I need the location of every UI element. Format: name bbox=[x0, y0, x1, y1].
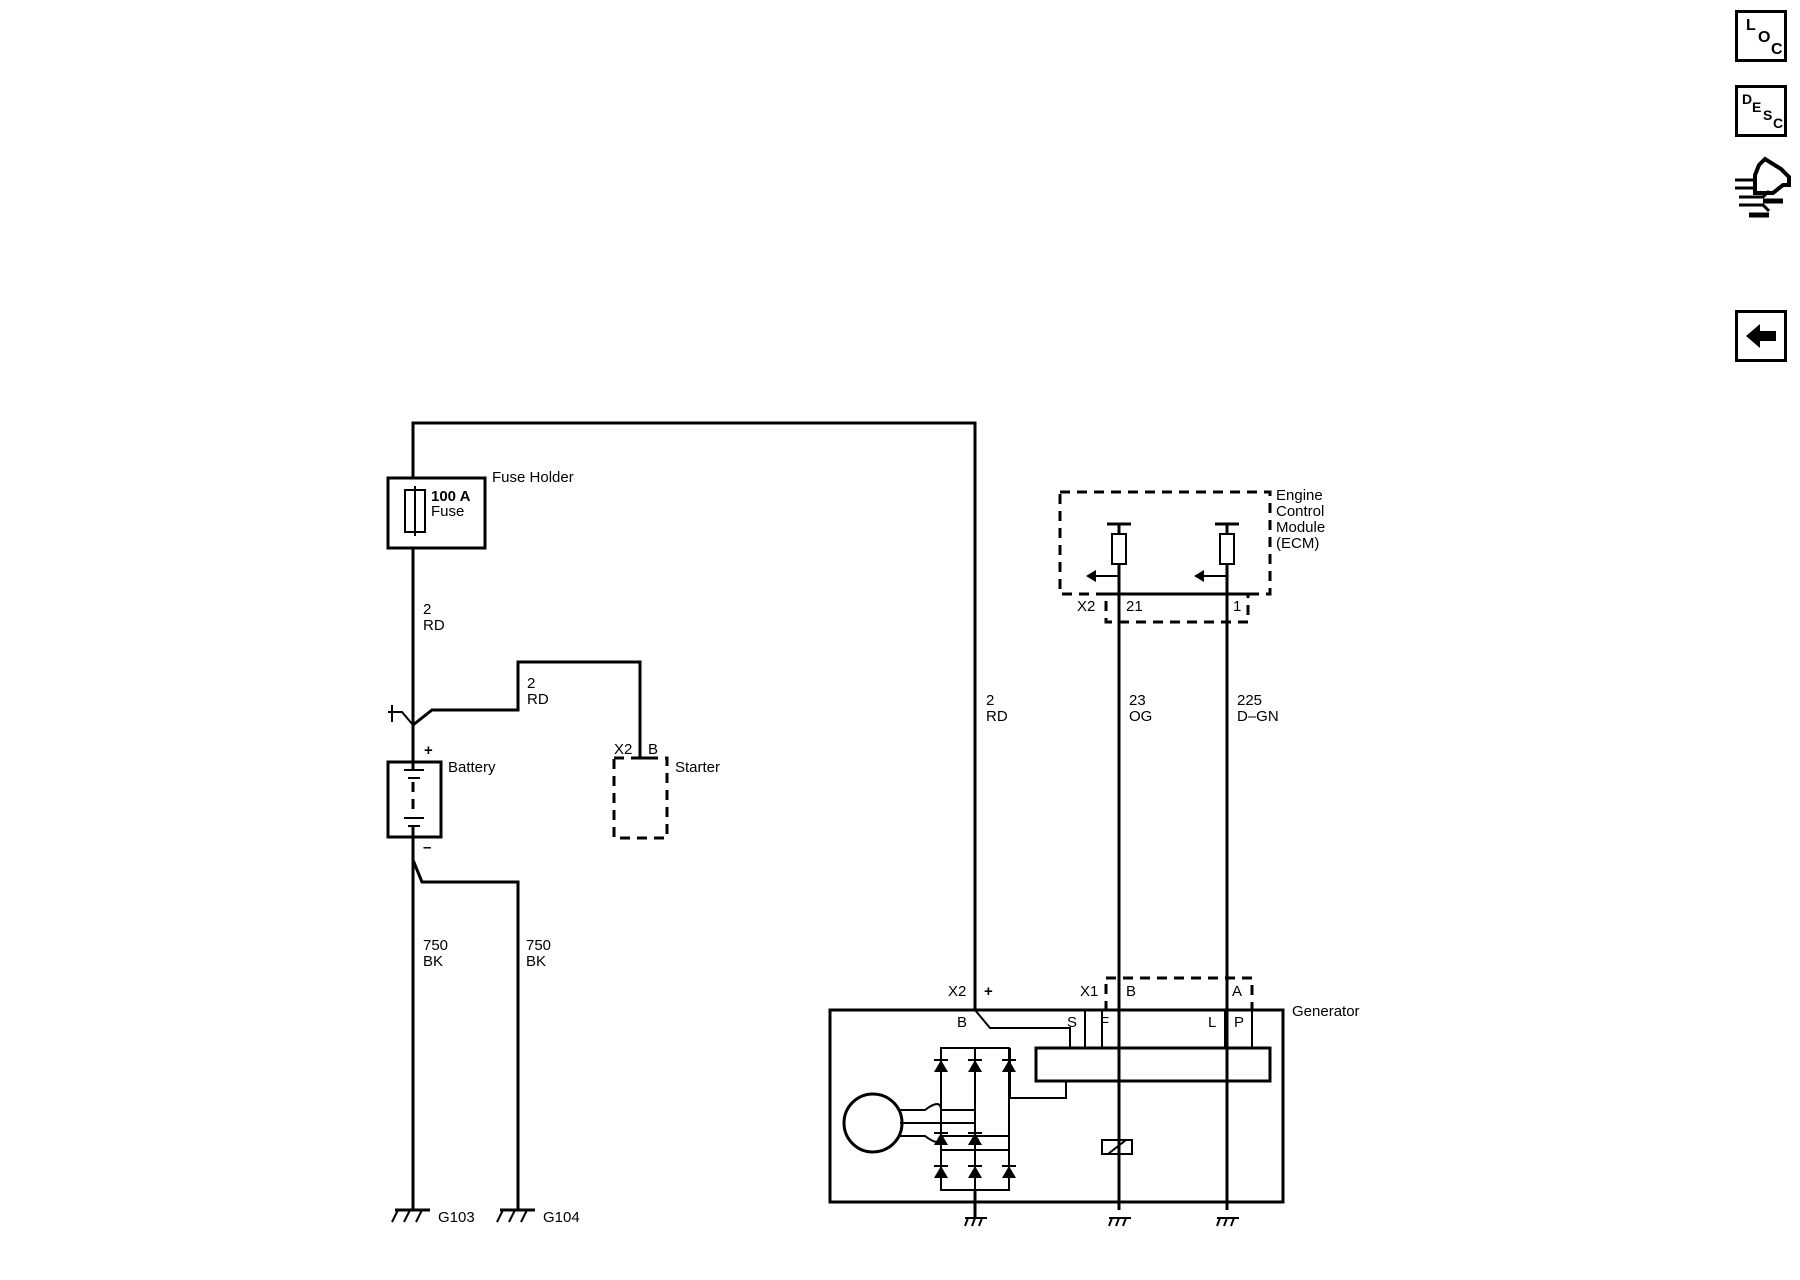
wire-color-fuse-batt: RD bbox=[423, 617, 445, 634]
ecm-label-line2: Control bbox=[1276, 503, 1324, 520]
fuse-word-label: Fuse bbox=[431, 503, 464, 520]
gen-terminal-f: F bbox=[1100, 1014, 1109, 1031]
battery-minus-terminal: – bbox=[423, 839, 431, 856]
fuse-holder-label: Fuse Holder bbox=[492, 469, 574, 486]
ecm-label-line4: (ECM) bbox=[1276, 535, 1319, 552]
generator-x1-a: A bbox=[1232, 983, 1242, 1000]
wire-size-batt-starter: 2 bbox=[527, 675, 535, 692]
starter-terminal: B bbox=[648, 741, 658, 758]
desc-letter-e: E bbox=[1752, 99, 1762, 115]
gen-terminal-l: L bbox=[1208, 1014, 1216, 1031]
battery-label: Battery bbox=[448, 759, 496, 776]
starter-label: Starter bbox=[675, 759, 720, 776]
generator-x2-plus: + bbox=[984, 983, 993, 1000]
back-button[interactable] bbox=[1735, 310, 1787, 362]
wire-color-dgn: D–GN bbox=[1237, 708, 1279, 725]
ecm-label-line1: Engine bbox=[1276, 487, 1323, 504]
ecm-resistor-2 bbox=[1194, 522, 1239, 582]
wire-color-gnd1: BK bbox=[423, 953, 443, 970]
starter-connector: X2 bbox=[614, 741, 632, 758]
loc-letter-l: L bbox=[1746, 17, 1756, 34]
wire-color-batt-starter: RD bbox=[527, 691, 549, 708]
generator-box bbox=[828, 1008, 1285, 1204]
description-button[interactable]: D E S C bbox=[1735, 85, 1787, 137]
desc-letter-d: D bbox=[1742, 91, 1753, 107]
wire-color-og: OG bbox=[1129, 708, 1152, 725]
desc-letter-s: S bbox=[1763, 107, 1773, 123]
generator-x2-label: X2 bbox=[948, 983, 966, 1000]
desc-letter-c: C bbox=[1773, 115, 1784, 131]
stator-winding bbox=[842, 1092, 904, 1154]
generator-x1-b: B bbox=[1126, 983, 1136, 1000]
fuse-rating-label: 100 A bbox=[431, 488, 471, 505]
gen-terminal-s: S bbox=[1067, 1014, 1077, 1031]
generator-label: Generator bbox=[1292, 1003, 1360, 1020]
loc-letter-c: C bbox=[1771, 41, 1783, 58]
ground-label-g104: G104 bbox=[543, 1209, 580, 1226]
generator-x1-label: X1 bbox=[1080, 983, 1098, 1000]
loc-letter-o: O bbox=[1758, 29, 1771, 46]
left-arrow-icon bbox=[1746, 324, 1776, 348]
wire-size-fuse-batt: 2 bbox=[423, 601, 431, 618]
ground-symbol-g103 bbox=[391, 1208, 430, 1223]
ecm-connector-x2 bbox=[1104, 592, 1250, 624]
gen-terminal-p: P bbox=[1234, 1014, 1244, 1031]
generator-ground-2 bbox=[1108, 1217, 1131, 1227]
wire-size-dgn: 225 bbox=[1237, 692, 1262, 709]
rectifier-bridge bbox=[934, 1047, 1016, 1191]
wire-size-og: 23 bbox=[1129, 692, 1146, 709]
wire-size-gnd1: 750 bbox=[423, 937, 448, 954]
ecm-pin-1: 1 bbox=[1233, 598, 1241, 615]
ecm-connector-label: X2 bbox=[1077, 598, 1095, 615]
generator-ground-1 bbox=[964, 1190, 987, 1227]
ecm-resistor-1 bbox=[1086, 522, 1131, 582]
fuse-holder-box bbox=[386, 476, 487, 550]
field-coil bbox=[1101, 1139, 1133, 1155]
wire-fuse-to-generator bbox=[411, 421, 977, 1010]
wire-color-fuse-gen: RD bbox=[986, 708, 1008, 725]
battery-plus-terminal: + bbox=[424, 742, 433, 759]
ground-symbol-g104 bbox=[496, 1208, 535, 1223]
gen-terminal-b: B bbox=[957, 1014, 967, 1031]
ecm-label-line3: Module bbox=[1276, 519, 1325, 536]
wire-size-fuse-gen: 2 bbox=[986, 692, 994, 709]
starter-box bbox=[612, 756, 669, 840]
wire-color-gnd2: BK bbox=[526, 953, 546, 970]
generator-ground-3 bbox=[1216, 1217, 1239, 1227]
connector-wrench-icon[interactable] bbox=[1733, 155, 1793, 225]
voltage-regulator bbox=[1034, 1046, 1272, 1083]
ecm-pin-21: 21 bbox=[1126, 598, 1143, 615]
ground-stub bbox=[388, 705, 414, 726]
ground-label-g103: G103 bbox=[438, 1209, 475, 1226]
location-button[interactable]: L O C bbox=[1735, 10, 1787, 62]
generator-connector-x1 bbox=[1104, 976, 1254, 1012]
wire-size-gnd2: 750 bbox=[526, 937, 551, 954]
